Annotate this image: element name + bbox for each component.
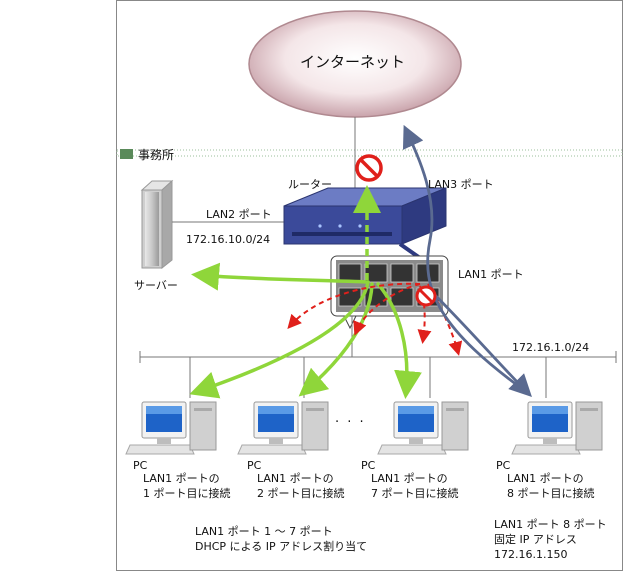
pc-2-label: PC bbox=[247, 459, 262, 472]
pc-1-desc-line1: LAN1 ポートの bbox=[143, 472, 220, 485]
fixed-note-line3: 172.16.1.150 bbox=[494, 548, 568, 561]
pc-2-desc-line2: 2 ポート目に接続 bbox=[257, 487, 345, 500]
flow-to-pc1 bbox=[189, 280, 370, 399]
internet-label: インターネット bbox=[300, 53, 406, 71]
pc-7-desc-line1: LAN1 ポートの bbox=[371, 472, 448, 485]
fixed-pc-to-internet-flow bbox=[402, 124, 529, 395]
router-label: ルーター bbox=[288, 178, 332, 191]
office-marker-icon bbox=[120, 149, 133, 159]
pc-8-desc-line1: LAN1 ポートの bbox=[507, 472, 584, 485]
allowed-flows bbox=[189, 262, 422, 399]
ellipsis: · · · bbox=[335, 415, 366, 430]
lan2-port-label: LAN2 ポート bbox=[206, 208, 272, 221]
no-entry-icon-wan bbox=[355, 154, 383, 182]
pc-7-icon bbox=[377, 401, 469, 455]
dhcp-note-line1: LAN1 ポート 1 ～ 7 ポート bbox=[195, 525, 333, 538]
router-icon bbox=[283, 187, 447, 260]
pc-8-desc-line2: 8 ポート目に接続 bbox=[507, 487, 595, 500]
pc-1-label: PC bbox=[133, 459, 148, 472]
office-label: 事務所 bbox=[138, 148, 175, 162]
pc-8-label: PC bbox=[496, 459, 511, 472]
dhcp-note-line2: DHCP による IP アドレス割り当て bbox=[195, 540, 368, 553]
office-border bbox=[116, 149, 623, 157]
fixed-internet-to-pc-flow bbox=[429, 289, 532, 397]
pc-2-desc-line1: LAN1 ポートの bbox=[257, 472, 334, 485]
lan3-port-label: LAN3 ポート bbox=[428, 178, 494, 191]
pc-7-label: PC bbox=[361, 459, 376, 472]
pc-1-icon bbox=[125, 401, 217, 455]
flow-to-pc2 bbox=[298, 282, 374, 397]
block-to-pc2 bbox=[353, 283, 421, 336]
pc-1-desc-line2: 1 ポート目に接続 bbox=[143, 487, 231, 500]
lan1-subnet-label: 172.16.1.0/24 bbox=[512, 341, 590, 354]
lan1-port-label: LAN1 ポート bbox=[458, 268, 524, 281]
server-label: サーバー bbox=[134, 279, 178, 292]
no-entry-icon-lan bbox=[415, 285, 437, 307]
pc-8-icon bbox=[511, 401, 603, 455]
fixed-note-line1: LAN1 ポート 8 ポート bbox=[494, 518, 607, 531]
fixed-note-line2: 固定 IP アドレス bbox=[494, 533, 577, 546]
server-icon bbox=[140, 179, 174, 270]
flow-to-pc7 bbox=[376, 282, 422, 399]
pc-7-desc-line2: 7 ポート目に接続 bbox=[371, 487, 459, 500]
outer-frame bbox=[116, 0, 623, 571]
pc-2-icon bbox=[237, 401, 329, 455]
flow-to-server bbox=[191, 262, 370, 291]
server-subnet-label: 172.16.10.0/24 bbox=[186, 233, 271, 246]
